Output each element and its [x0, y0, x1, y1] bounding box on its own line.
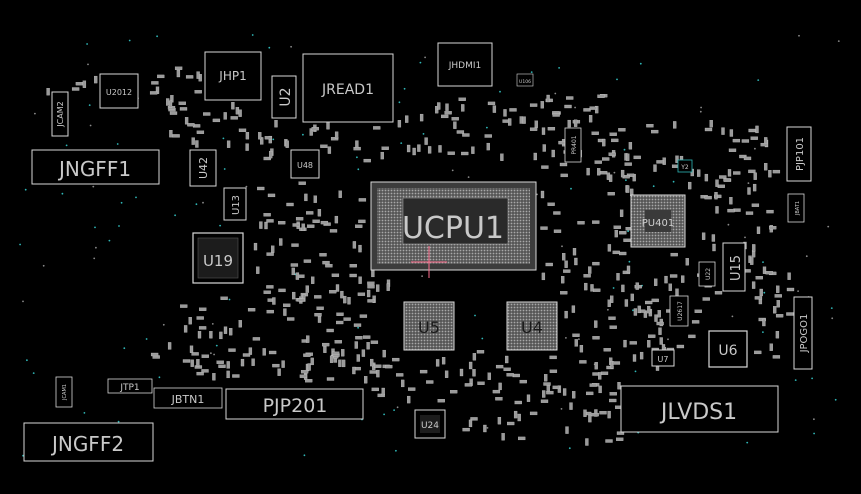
component-pr401[interactable]: PR401	[564, 127, 582, 163]
jbat1-label: JBAT1	[795, 201, 801, 216]
component-u4[interactable]: U4	[506, 301, 558, 351]
connector-jbtn1[interactable]: JBTN1	[153, 387, 223, 409]
component-u6[interactable]: U6	[708, 330, 748, 368]
component-u15[interactable]: U15	[722, 242, 746, 292]
jcam2-label: JCAM2	[56, 101, 65, 127]
jtp1-label: JTP1	[119, 383, 139, 393]
u13-label: U13	[231, 195, 242, 215]
u48-label: U48	[297, 161, 313, 170]
connector-jread1[interactable]: JREAD1	[302, 53, 394, 123]
component-u7[interactable]: U7	[651, 349, 675, 367]
component-u22[interactable]: U22	[698, 261, 716, 287]
connector-jcam1[interactable]: JCAM1	[55, 376, 73, 408]
connector-jhp1[interactable]: JHP1	[204, 51, 262, 101]
passive-components	[46, 66, 795, 446]
connector-jpogo1[interactable]: JPOGO1	[793, 296, 813, 370]
jbtn1-label: JBTN1	[171, 393, 205, 406]
u4-label: U4	[521, 318, 543, 337]
component-u24[interactable]: U24	[414, 409, 446, 439]
connector-jngff1[interactable]: JNGFF1	[31, 149, 160, 185]
jngff1-label: JNGFF1	[57, 157, 131, 181]
u24-label: U24	[421, 421, 439, 431]
component-pu401[interactable]: PU401	[630, 194, 686, 248]
u19-label: U19	[203, 252, 233, 270]
jhp1-label: JHP1	[218, 69, 246, 83]
pjp101-label: PJP101	[795, 137, 806, 171]
connector-pjp201[interactable]: PJP201	[225, 388, 364, 420]
component-u2617[interactable]: U2617	[669, 295, 689, 327]
u2-label: U2	[278, 87, 294, 106]
jlvds1-label: JLVDS1	[659, 400, 737, 425]
jread1-label: JREAD1	[321, 82, 374, 98]
u7-label: U7	[658, 355, 669, 364]
component-y2[interactable]: Y2	[677, 159, 693, 173]
connector-jtp1[interactable]: JTP1	[107, 378, 153, 394]
connector-jlvds1[interactable]: JLVDS1	[620, 385, 779, 433]
u5-label: U5	[418, 318, 440, 337]
y2-label: Y2	[680, 164, 689, 171]
component-u5[interactable]: U5	[403, 301, 455, 351]
jhdmi1-label: JHDMI1	[448, 61, 482, 71]
component-jbat1[interactable]: JBAT1	[787, 193, 805, 223]
component-u42[interactable]: U42	[189, 149, 217, 187]
u2012-label: U2012	[106, 88, 132, 97]
connector-pjp101[interactable]: PJP101	[786, 126, 812, 182]
pu401-label: PU401	[642, 218, 674, 229]
u2617-label: U2617	[677, 301, 684, 321]
component-u2[interactable]: U2	[271, 75, 297, 119]
component-u19[interactable]: U19	[192, 232, 244, 284]
connector-jcam2[interactable]: JCAM2	[51, 91, 69, 137]
u22-label: U22	[705, 268, 712, 280]
component-ucpu1[interactable]: UCPU1	[370, 181, 537, 278]
component-u13[interactable]: U13	[223, 187, 247, 221]
u15-label: U15	[729, 255, 744, 281]
jcam1-label: JCAM1	[62, 384, 68, 401]
u6-label: U6	[718, 343, 737, 359]
connector-jngff2[interactable]: JNGFF2	[23, 422, 154, 462]
jpogo1-label: JPOGO1	[799, 314, 810, 354]
pr401-label: PR401	[571, 135, 578, 154]
connector-jhdmi1[interactable]: JHDMI1 U106	[437, 42, 534, 87]
ucpu1-label: UCPU1	[402, 211, 504, 246]
jngff2-label: JNGFF2	[50, 432, 124, 456]
u42-label: U42	[197, 157, 210, 179]
u106-label: U106	[519, 79, 531, 85]
component-u48[interactable]: U48	[290, 149, 320, 179]
pjp201-label: PJP201	[263, 395, 328, 417]
component-u2012[interactable]: U2012	[99, 73, 139, 109]
